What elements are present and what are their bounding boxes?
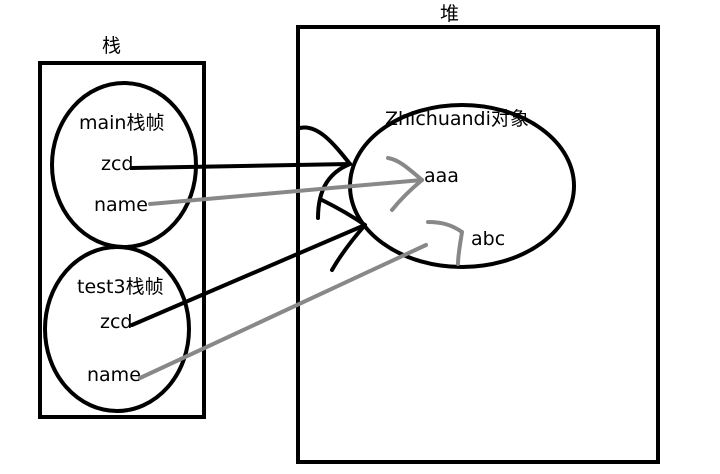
test3-var-zcd: zcd [100, 311, 132, 333]
stack-title: 栈 [102, 35, 121, 57]
test3-frame [43, 245, 191, 413]
main-name-value-arrow [148, 178, 424, 206]
object-title: Zhichuandi对象 [385, 108, 529, 130]
main-zcd-arrowhead [298, 125, 352, 220]
heap-box [296, 25, 660, 464]
main-name-arrowhead [386, 156, 424, 212]
test3-name-arrowhead [426, 220, 464, 266]
test3-zcd-reference-arrow [130, 223, 367, 327]
main-zcd-reference-arrow [130, 162, 352, 170]
field-abc: abc [471, 228, 505, 250]
test3-var-name: name [87, 364, 141, 386]
main-var-zcd: zcd [101, 153, 133, 175]
main-frame-title: main栈帧 [79, 112, 164, 134]
field-aaa: aaa [424, 165, 459, 187]
heap-title: 堆 [440, 3, 459, 25]
stack-box [38, 61, 206, 419]
test3-frame-title: test3栈帧 [77, 276, 164, 298]
test3-name-value-arrow [138, 243, 428, 380]
test3-zcd-arrowhead [320, 198, 367, 272]
main-var-name: name [94, 194, 148, 216]
